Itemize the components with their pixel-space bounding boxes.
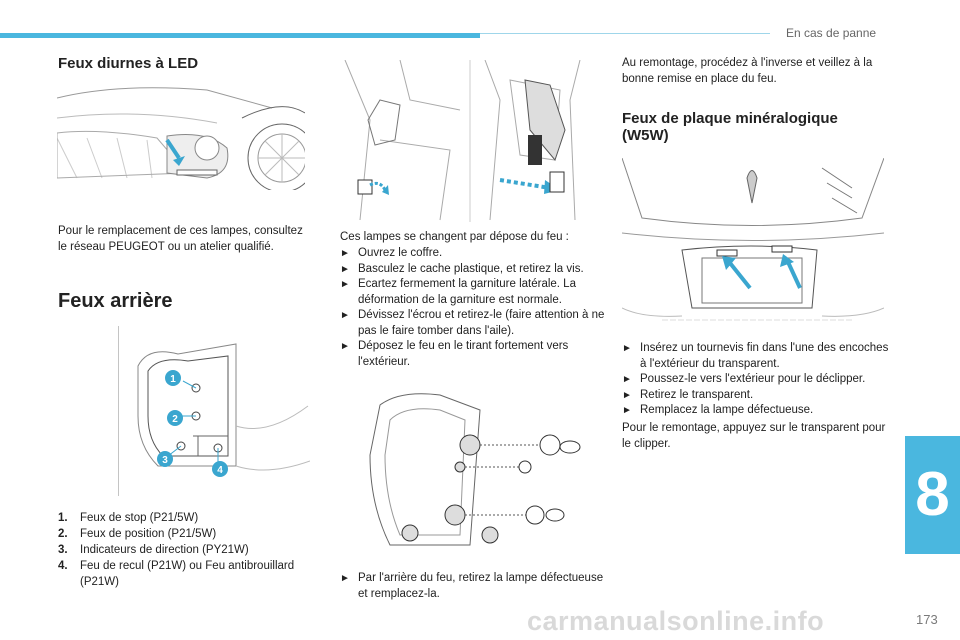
trunk-illustration <box>344 60 581 222</box>
callout-3: 3 <box>162 455 168 466</box>
plate-light-illustration <box>622 158 884 321</box>
arrow-bullet-icon: ► <box>340 573 350 584</box>
led-text: Pour le remplacement de ces lampes, cons… <box>58 225 303 253</box>
list-item: 3.Indicateurs de direction (PY21W) <box>58 544 249 556</box>
reassembly-text: Au remontage, procédez à l'inverse et ve… <box>622 57 873 85</box>
chapter-tab: 8 <box>905 436 960 554</box>
callout-4: 4 <box>217 465 223 476</box>
list-item: ►Par l'arrière du feu, retirez la lampe … <box>340 571 610 602</box>
arrow-bullet-icon: ► <box>622 389 632 401</box>
rear-light-illustration: 1 2 3 4 <box>118 326 310 496</box>
plate-light-steps: ►Insérez un tournevis fin dans l'une des… <box>622 341 890 419</box>
section-title: En cas de panne <box>786 26 877 40</box>
list-item: ►Déposez le feu en le tirant fortement v… <box>340 339 608 370</box>
removal-intro: Ces lampes se changent par dépose du feu… <box>340 231 569 243</box>
list-item: ►Poussez-le vers l'extérieur pour le déc… <box>622 372 890 388</box>
list-item: 4.Feu de recul (P21W) ou Feu antibrouill… <box>58 560 295 588</box>
list-item: ►Retirez le transparent. <box>622 388 890 404</box>
closing-text: Pour le remontage, appuyez sur le transp… <box>622 422 886 450</box>
arrow-bullet-icon: ► <box>622 374 632 385</box>
arrow-bullet-icon: ► <box>622 343 632 354</box>
watermark: carmanualsonline.info <box>527 606 825 636</box>
list-item: ►Basculez le cache plastique, et retirez… <box>340 262 608 278</box>
list-item: ►Ouvrez le coffre. <box>340 246 608 262</box>
list-item: ►Insérez un tournevis fin dans l'une des… <box>622 341 890 372</box>
led-heading: Feux diurnes à LED <box>58 55 199 72</box>
removal-steps: ►Ouvrez le coffre. ►Basculez le cache pl… <box>340 246 608 370</box>
list-item: ►Dévissez l'écrou et retirez-le (faire a… <box>340 308 608 339</box>
arrow-icon <box>165 138 181 160</box>
final-step: ►Par l'arrière du feu, retirez la lampe … <box>340 571 610 602</box>
page-number: 173 <box>916 612 938 627</box>
arrow-bullet-icon: ► <box>340 310 350 321</box>
arrow-icon <box>728 261 752 290</box>
rear-lights-heading: Feux arrière <box>58 290 173 312</box>
callout-2: 2 <box>172 414 178 425</box>
arrow-bullet-icon: ► <box>340 279 350 290</box>
callout-1: 1 <box>170 374 176 385</box>
lamp-holder-illustration <box>369 393 581 546</box>
plate-light-heading: Feux de plaque minéralogique (W5W) <box>622 110 838 144</box>
arrow-bullet-icon: ► <box>340 341 350 352</box>
list-item: 1.Feux de stop (P21/5W) <box>58 512 199 524</box>
arrow-bullet-icon: ► <box>622 405 632 416</box>
list-item: ►Remplacez la lampe défectueuse. <box>622 403 890 419</box>
list-item: 2.Feux de position (P21/5W) <box>58 528 217 540</box>
header-accent-bar <box>0 33 480 38</box>
list-item: ►Ecartez fermement la garniture latérale… <box>340 277 608 308</box>
rear-bulb-list: 1.Feux de stop (P21/5W) 2.Feux de positi… <box>58 510 318 590</box>
arrow-icon <box>786 261 802 289</box>
header-divider <box>480 33 770 34</box>
arrow-bullet-icon: ► <box>340 263 350 275</box>
led-illustration <box>57 87 305 190</box>
arrow-bullet-icon: ► <box>340 248 350 259</box>
